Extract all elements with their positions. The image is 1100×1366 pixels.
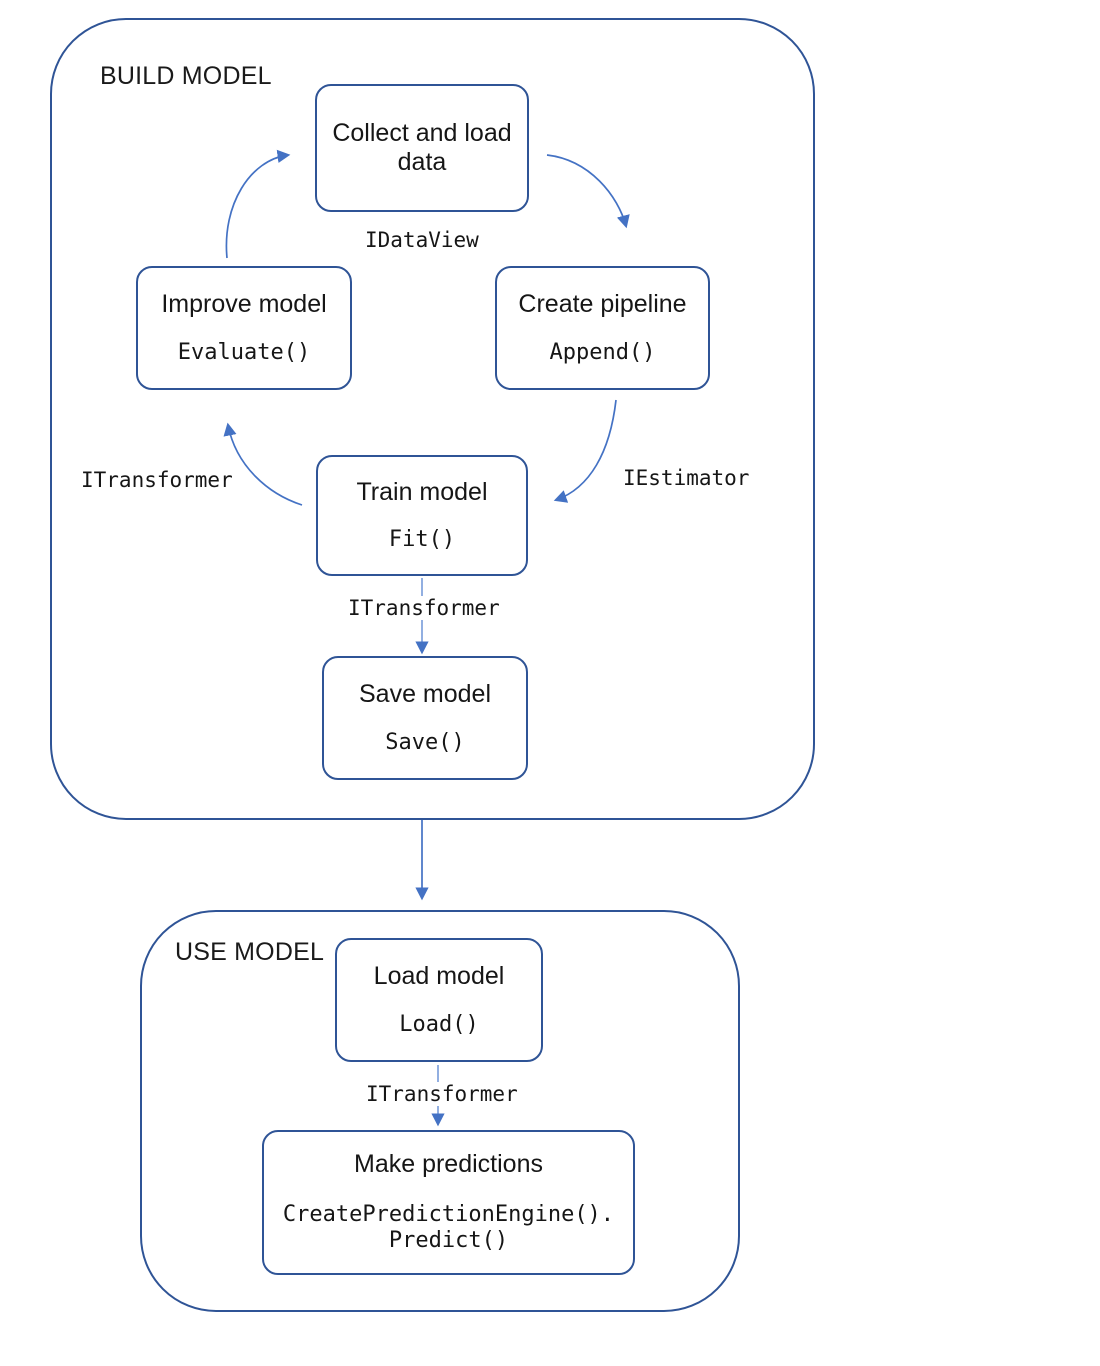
node-load-title: Load model (373, 962, 505, 991)
node-train-api: Fit() (388, 527, 456, 553)
group-build-model (50, 18, 815, 820)
node-train-title: Train model (356, 477, 488, 506)
edge-label-idataview: IDataView (362, 228, 482, 252)
edge-label-iestimator: IEstimator (620, 466, 753, 490)
node-pipeline-title: Create pipeline (518, 290, 687, 319)
node-save-title: Save model (358, 680, 492, 709)
group-use-model (140, 910, 740, 1312)
edge-label-itransformer-load-predict: ITransformer (363, 1082, 521, 1106)
node-load-model[interactable]: Load model Load() (335, 938, 543, 1062)
node-predict-title: Make predictions (354, 1150, 543, 1179)
node-improve-title: Improve model (161, 290, 327, 319)
group-build-model-label: BUILD MODEL (100, 62, 272, 90)
node-pipeline-api: Append() (549, 339, 656, 365)
node-collect-and-load-data[interactable]: Collect and load data (315, 84, 529, 212)
edge-label-itransformer-left: ITransformer (78, 468, 236, 492)
node-make-predictions[interactable]: Make predictions CreatePredictionEngine(… (262, 1130, 635, 1275)
node-save-model[interactable]: Save model Save() (322, 656, 528, 780)
node-load-api: Load() (399, 1011, 479, 1037)
node-create-pipeline[interactable]: Create pipeline Append() (495, 266, 710, 390)
node-improve-api: Evaluate() (177, 339, 311, 365)
group-use-model-label: USE MODEL (175, 938, 325, 966)
node-collect-title: Collect and load data (332, 118, 512, 177)
node-predict-api: CreatePredictionEngine(). Predict() (282, 1201, 615, 1254)
node-train-model[interactable]: Train model Fit() (316, 455, 528, 576)
node-improve-model[interactable]: Improve model Evaluate() (136, 266, 352, 390)
node-save-api: Save() (385, 729, 465, 755)
edge-label-itransformer-train-save: ITransformer (345, 596, 503, 620)
